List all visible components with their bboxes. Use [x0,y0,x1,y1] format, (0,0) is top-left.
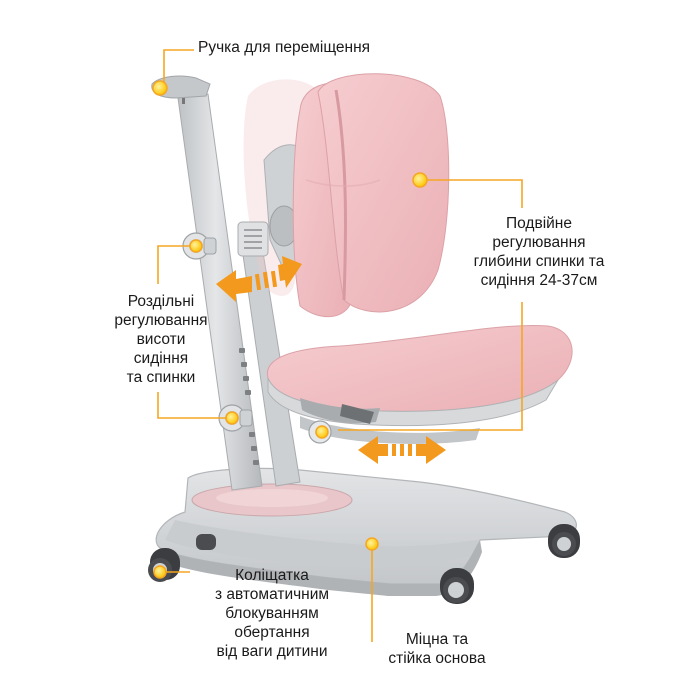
leader-height-top [157,245,190,284]
label-line: Роздільні [127,293,195,310]
label-line: висоти [136,331,186,348]
marker-seat-depth [315,425,329,439]
label-line: Коліщатка [235,567,309,584]
label-depth-adjustment: Подвійне регулювання глибини спинки та с… [444,214,634,290]
label-line: регулювання [492,234,586,251]
marker-seat-knob [225,411,239,425]
marker-backrest-knob [189,239,203,253]
marker-backrest [412,172,428,188]
leader-depth-bottom [338,302,523,431]
label-base: Міцна та стійка основа [372,630,502,668]
label-line: обертання [234,624,310,641]
label-line: та спинки [126,369,196,386]
label-height-adjustment: Роздільні регулювання висоти сидіння та … [86,292,236,387]
leader-depth [420,179,523,208]
caster-back-left [196,534,216,550]
label-line: глибини спинки та [473,253,605,270]
label-line: Подвійне [506,215,572,232]
label-line: Ручка для переміщення [198,39,371,56]
caster-front-right [440,568,474,604]
backrest-pads [292,73,450,318]
backrest-adjuster [237,221,269,257]
leader-handle [163,49,194,86]
seat-mechanism [300,398,380,424]
seat-depth-arrow [358,436,446,464]
label-transport-handle: Ручка для переміщення [198,38,370,57]
caster-back-right [548,524,580,558]
marker-caster [153,565,167,579]
marker-handle [152,80,168,96]
label-line: стійка основа [388,650,486,667]
leader-height-bottom [157,392,226,419]
label-line: з автоматичним [214,586,330,603]
marker-base [365,537,379,551]
highlight-markers [152,80,428,579]
label-line: Міцна та [405,631,469,648]
label-line: сидіння 24-37см [480,272,598,289]
label-line: від ваги дитини [216,643,328,660]
label-line: регулювання [114,312,208,329]
label-line: блокуванням [225,605,319,622]
backrest-depth-arrow [216,256,302,302]
leader-lines [157,49,523,642]
label-line: сидіння [133,350,189,367]
label-casters: Коліщатка з автоматичним блокуванням обе… [192,566,352,661]
